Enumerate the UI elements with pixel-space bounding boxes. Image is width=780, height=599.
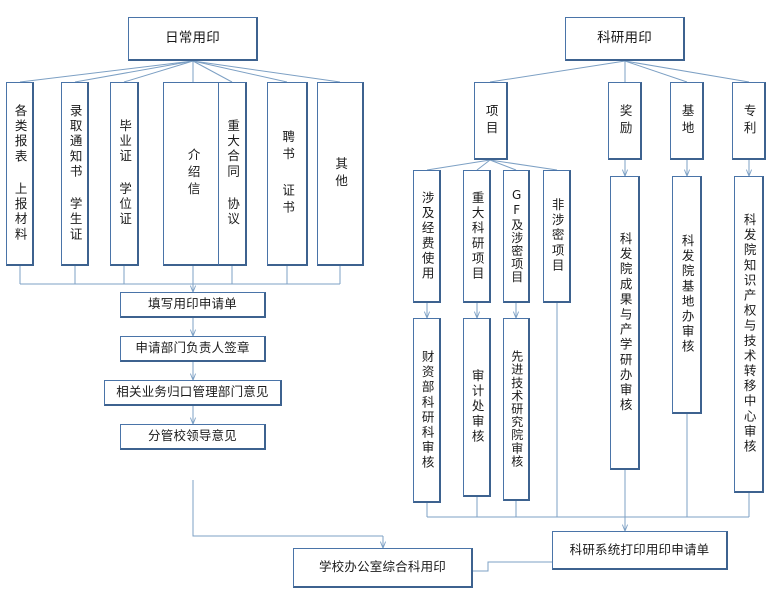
- node-project-subtype-3-label: 非涉密项目: [549, 198, 565, 274]
- node-research-category-2[interactable]: 基地: [670, 82, 704, 160]
- node-daily-root[interactable]: 日常用印: [128, 17, 258, 61]
- node-category-review-0-label: 科发院成果与产学研办审核: [617, 231, 633, 414]
- node-daily-step-1[interactable]: 申请部门负责人签章: [120, 336, 266, 362]
- node-category-review-1-label: 科发院基地办审核: [679, 234, 695, 355]
- node-project-subtype-1-label: 重大科研项目: [469, 190, 485, 282]
- node-research-root-label: 科研用印: [597, 29, 652, 46]
- node-category-review-2[interactable]: 科发院知识产权与技术转移中心审核: [734, 176, 764, 493]
- node-daily-category-0[interactable]: 各类报表 上报材料: [6, 82, 34, 266]
- node-daily-category-0-label: 各类报表 上报材料: [12, 104, 28, 243]
- node-final-office-seal-label: 学校办公室综合科用印: [318, 559, 446, 575]
- node-project-subtype-3[interactable]: 非涉密项目: [543, 170, 571, 303]
- node-project-subtype-0[interactable]: 涉及经费使用: [413, 170, 441, 303]
- node-research-root[interactable]: 科研用印: [565, 17, 685, 61]
- node-project-review-2-label: 先进技术研究院审核: [509, 350, 524, 468]
- node-daily-category-3-label: 介绍信: [185, 148, 201, 199]
- node-daily-step-0-label: 填写用印申请单: [148, 296, 237, 312]
- node-research-category-1[interactable]: 奖励: [608, 82, 642, 160]
- node-category-review-2-label: 科发院知识产权与技术转移中心审核: [741, 213, 757, 455]
- node-research-print-step[interactable]: 科研系统打印用印申请单: [552, 531, 728, 570]
- node-daily-category-6-label: 其他: [333, 156, 349, 191]
- node-daily-step-1-label: 申请部门负责人签章: [135, 340, 250, 356]
- node-project-review-1[interactable]: 审计处审核: [463, 318, 491, 497]
- node-daily-category-4[interactable]: 重大合同 协议: [218, 82, 247, 266]
- node-daily-category-5[interactable]: 聘书 证书: [267, 82, 308, 266]
- node-daily-category-3[interactable]: 介绍信: [163, 82, 223, 266]
- node-project-review-1-label: 审计处审核: [469, 369, 485, 445]
- node-daily-category-5-label: 聘书 证书: [280, 129, 296, 218]
- node-category-review-0[interactable]: 科发院成果与产学研办审核: [610, 176, 640, 470]
- node-daily-category-1[interactable]: 录取通知书 学生证: [61, 82, 89, 266]
- node-daily-category-2[interactable]: 毕业证 学位证: [110, 82, 139, 266]
- node-project-review-0[interactable]: 财资部科研科审核: [413, 318, 441, 503]
- node-daily-category-4-label: 重大合同 协议: [225, 119, 241, 228]
- node-daily-step-0[interactable]: 填写用印申请单: [120, 292, 266, 318]
- node-daily-step-3[interactable]: 分管校领导意见: [120, 424, 266, 450]
- node-research-category-3[interactable]: 专利: [732, 82, 766, 160]
- node-research-category-3-label: 专利: [741, 103, 757, 138]
- node-project-subtype-2-label: GF及涉密项目: [509, 188, 524, 284]
- node-daily-step-2-label: 相关业务归口管理部门意见: [116, 384, 269, 400]
- node-daily-category-2-label: 毕业证 学位证: [117, 119, 133, 228]
- node-daily-category-1-label: 录取通知书 学生证: [67, 104, 83, 243]
- node-daily-step-2[interactable]: 相关业务归口管理部门意见: [104, 380, 282, 406]
- node-daily-category-6[interactable]: 其他: [317, 82, 364, 266]
- node-daily-step-3-label: 分管校领导意见: [148, 428, 237, 444]
- node-research-category-2-label: 基地: [679, 103, 695, 138]
- node-project-review-2[interactable]: 先进技术研究院审核: [503, 318, 530, 501]
- node-project-subtype-1[interactable]: 重大科研项目: [463, 170, 491, 303]
- node-category-review-1[interactable]: 科发院基地办审核: [672, 176, 702, 414]
- node-project-subtype-2[interactable]: GF及涉密项目: [503, 170, 530, 303]
- node-project-subtype-0-label: 涉及经费使用: [419, 190, 435, 282]
- node-research-category-0[interactable]: 项目: [474, 82, 508, 160]
- node-project-review-0-label: 财资部科研科审核: [419, 349, 435, 471]
- node-research-category-0-label: 项目: [483, 103, 499, 138]
- node-research-category-1-label: 奖励: [617, 103, 633, 138]
- node-final-office-seal[interactable]: 学校办公室综合科用印: [293, 548, 473, 588]
- node-research-print-step-label: 科研系统打印用印申请单: [569, 541, 710, 557]
- node-daily-root-label: 日常用印: [165, 29, 220, 46]
